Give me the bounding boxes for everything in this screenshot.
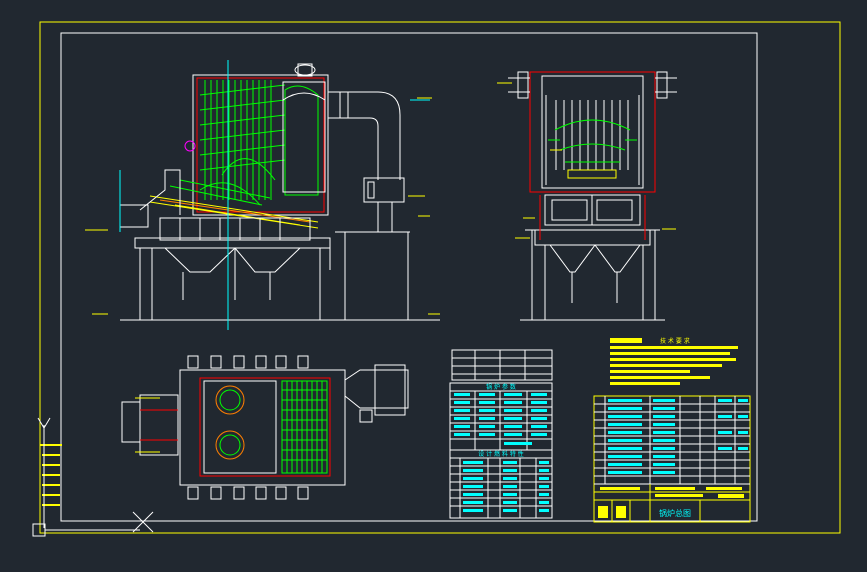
parameter-tables	[449, 349, 553, 519]
technical-requirements-title: 技 术 要 求	[660, 337, 690, 345]
boiler-plan-view	[121, 355, 409, 500]
ucs-axis-icon	[32, 417, 140, 537]
drawing-frame	[39, 21, 841, 534]
cursor-crosshair-icon	[132, 511, 154, 533]
boiler-end-elevation	[497, 71, 677, 321]
fuel-table-title: 设 计 燃 料 特 性	[478, 450, 524, 458]
title-block	[593, 395, 751, 523]
params-table-title: 锅 炉 参 数	[486, 383, 516, 391]
technical-requirements	[610, 338, 738, 385]
boiler-side-elevation	[85, 60, 440, 330]
drawing-title: 锅炉总图	[659, 508, 691, 518]
revision-strip	[40, 444, 62, 506]
